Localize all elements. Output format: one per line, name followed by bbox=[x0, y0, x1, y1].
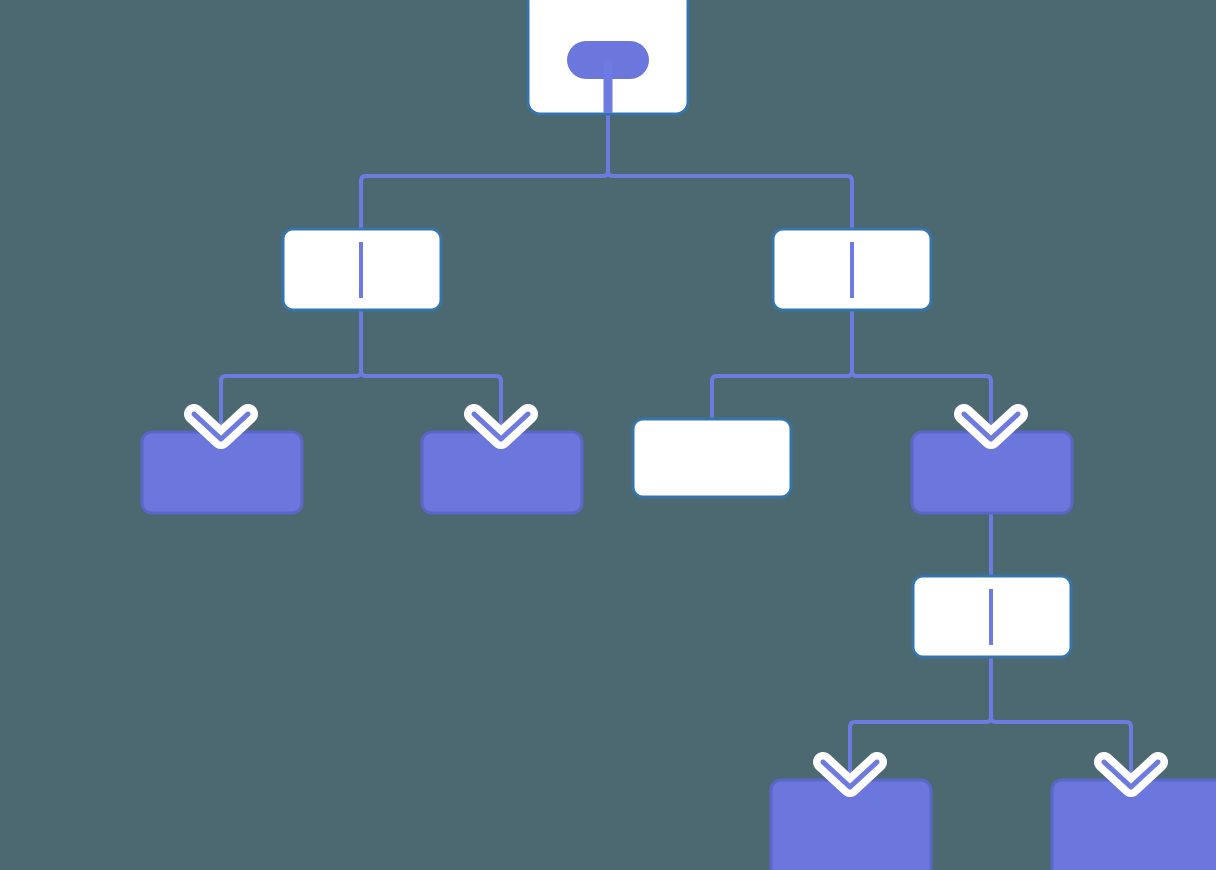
arrow-down-icon bbox=[184, 404, 258, 449]
edge-l2a-to-l3b[interactable] bbox=[359, 310, 503, 432]
arrow-down-icon bbox=[954, 404, 1028, 449]
root-pill-group bbox=[567, 41, 649, 113]
node-l3c-card[interactable] bbox=[631, 417, 793, 499]
arrow-down-icon bbox=[813, 752, 887, 797]
edge-layer bbox=[219, 113, 1133, 780]
edge-l4-to-l5b[interactable] bbox=[989, 657, 1133, 780]
node-l3c[interactable] bbox=[631, 417, 793, 499]
arrow-down-icon bbox=[1094, 752, 1168, 797]
edge-overlay-layer bbox=[359, 242, 993, 645]
node-layer bbox=[140, 0, 1216, 870]
arrowhead-layer bbox=[184, 404, 1168, 797]
edge-l2b-to-l3d[interactable] bbox=[850, 310, 993, 432]
edge-root-to-right-branch[interactable] bbox=[606, 113, 854, 229]
arrow-down-icon bbox=[464, 404, 538, 449]
